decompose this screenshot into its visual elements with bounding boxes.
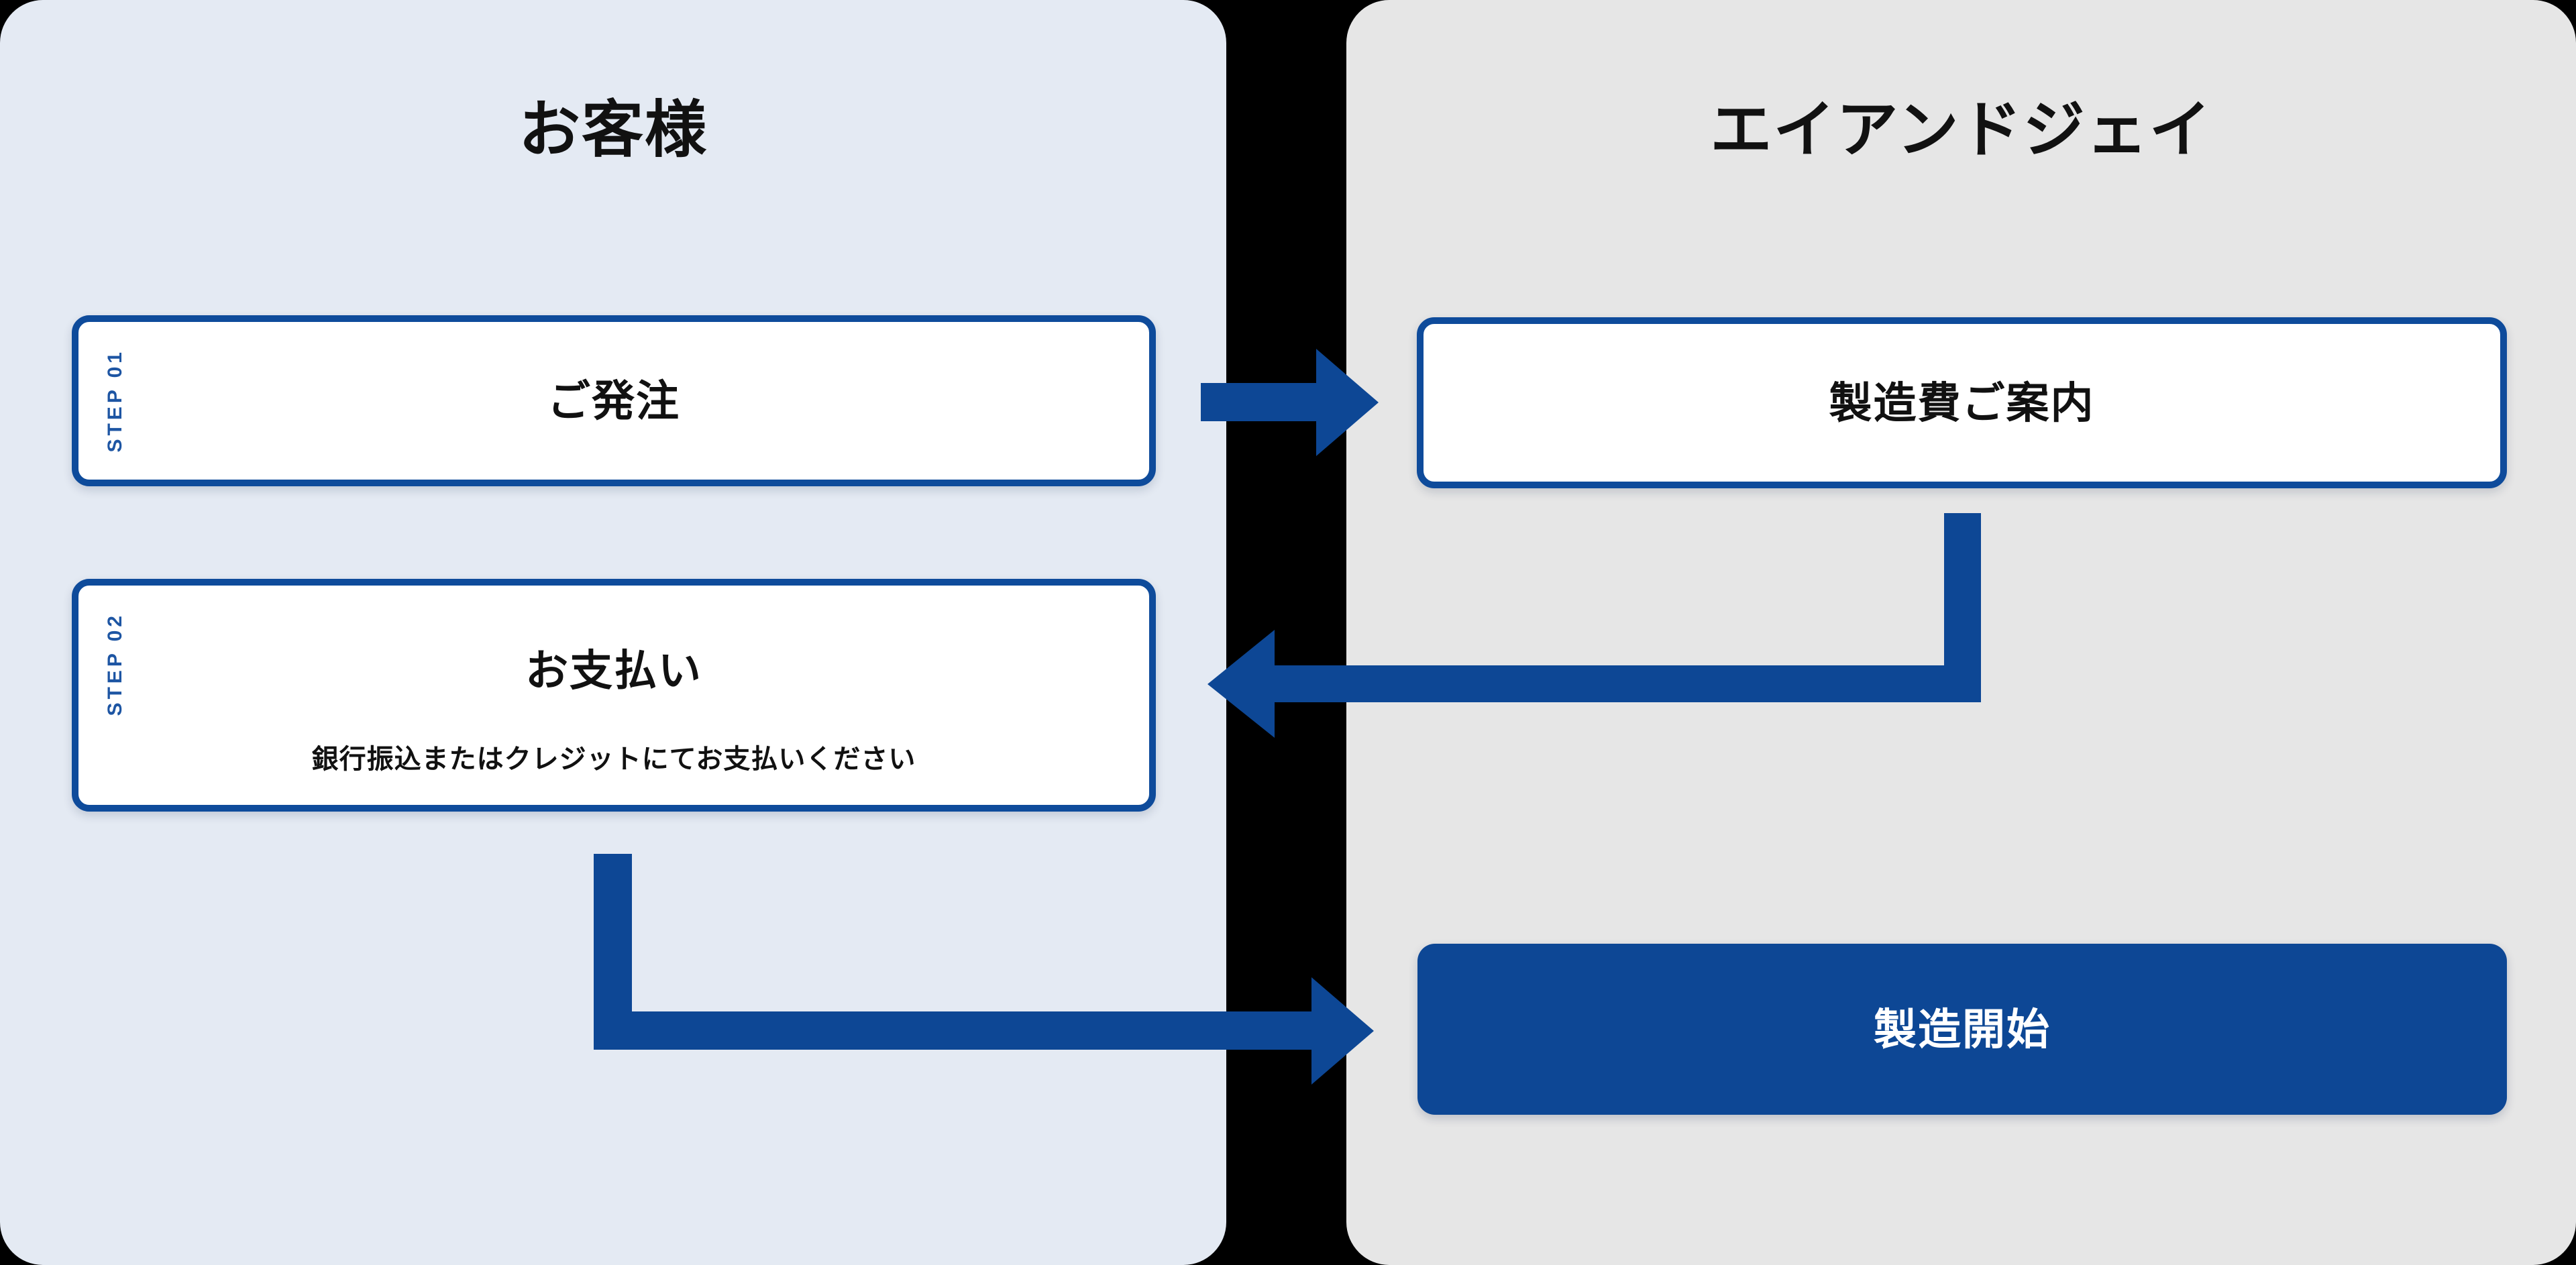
quote-label: 製造費ご案内 [1829, 378, 2095, 427]
step1-order-label: ご発注 [547, 376, 680, 425]
panel-company-title: エイアンドジェイ [1710, 96, 2212, 164]
step1-order-box: STEP 01 ご発注 [72, 315, 1156, 486]
step2-payment-note: 銀行振込またはクレジットにてお支払いください [311, 745, 916, 774]
production-start-box: 製造開始 [1417, 944, 2507, 1115]
quote-box: 製造費ご案内 [1417, 317, 2507, 488]
step1-badge: STEP 01 [104, 349, 126, 453]
step2-payment-label: お支払い [525, 647, 702, 695]
panel-customer-title: お客様 [518, 96, 708, 164]
production-start-label: 製造開始 [1874, 1005, 2051, 1054]
step2-payment-box: STEP 02 お支払い 銀行振込またはクレジットにてお支払いください [72, 579, 1156, 812]
